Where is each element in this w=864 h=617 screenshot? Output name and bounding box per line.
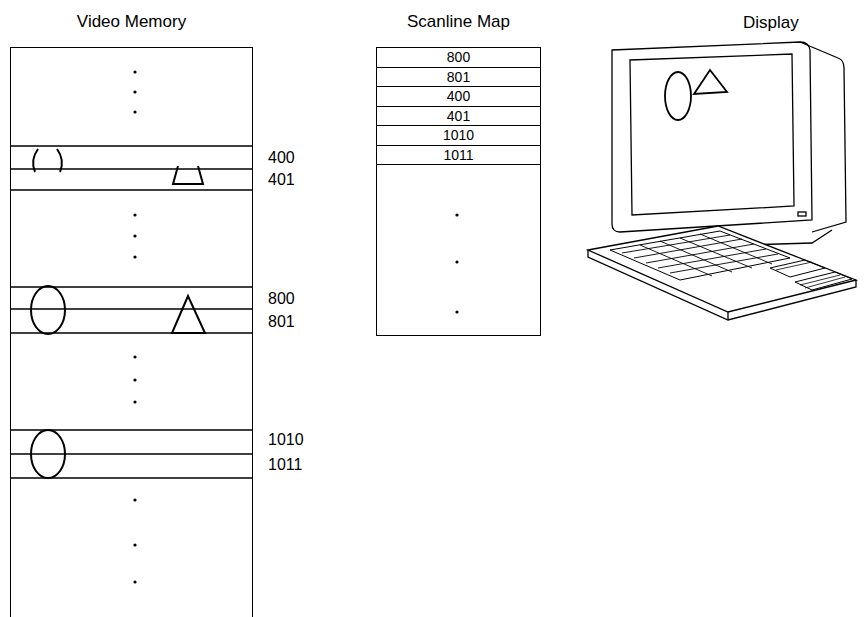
memory-bands	[10, 146, 252, 478]
map-entry: 1010	[377, 126, 540, 146]
display-heading: Display	[743, 14, 799, 31]
column-heading: Scanline Map	[407, 12, 510, 32]
scanline-number: 1011	[443, 148, 473, 162]
map-entry: 401	[377, 107, 540, 127]
scanline-number: 401	[268, 172, 295, 188]
ellipsis-dots	[133, 70, 458, 583]
scanline-number: 1010	[268, 432, 304, 448]
column-heading: Video Memory	[77, 12, 186, 32]
map-entry: 1011	[377, 146, 540, 166]
memory-column: Video Memory	[10, 47, 253, 617]
computer-illustration	[588, 42, 856, 320]
scanline-number: 800	[447, 50, 470, 64]
scanline-number: 801	[447, 70, 470, 84]
scanline-table: Scanline Map80080140040110101011	[376, 47, 541, 336]
scanline-number: 1011	[268, 457, 302, 473]
scanline-number: 801	[268, 314, 295, 330]
scanline-number: 1010	[443, 128, 474, 142]
scanline-number: 400	[268, 150, 295, 166]
scanline-number: 800	[268, 291, 295, 307]
memory-shapes	[31, 149, 205, 478]
map-entry: 400	[377, 87, 540, 107]
map-entry: 800	[377, 48, 540, 68]
scanline-number: 401	[447, 109, 470, 123]
scanline-number: 400	[447, 89, 470, 103]
map-entry: 801	[377, 68, 540, 88]
